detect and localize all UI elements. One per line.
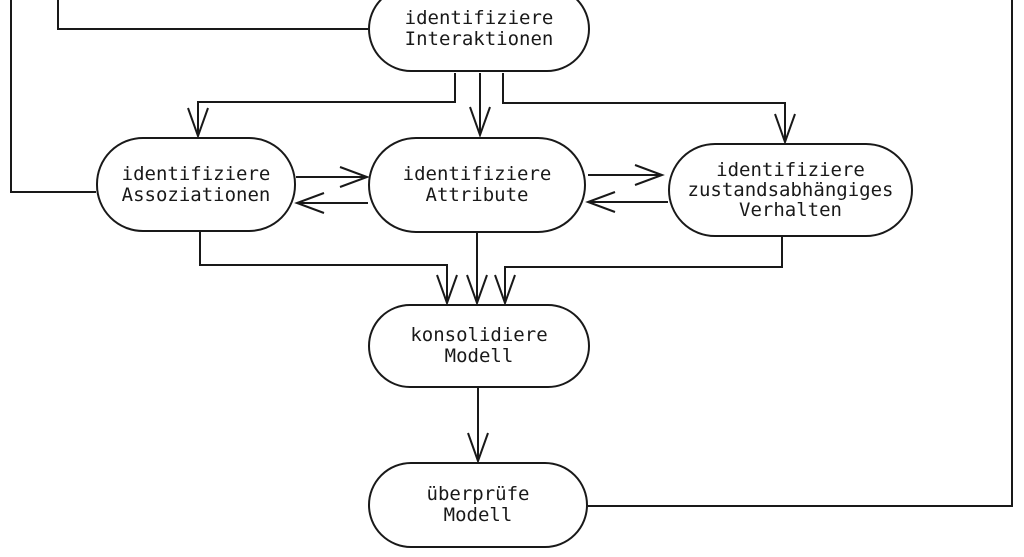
arrowhead-right — [634, 164, 665, 186]
arrowhead-left — [294, 192, 325, 214]
arrowhead-down — [467, 432, 489, 464]
node-identifiziere-assoziationen: identifiziere Assoziationen — [96, 137, 296, 232]
node-label-line: überprüfe — [426, 483, 530, 505]
node-konsolidiere-modell: konsolidiere Modell — [368, 304, 590, 388]
edge-assoziationen-to-attribute — [296, 166, 370, 188]
edge-interaktionen-to-assoziationen — [187, 73, 456, 139]
edge-interaktionen-to-attribute — [469, 73, 491, 138]
edge-top-to-assoziationen — [10, 0, 96, 193]
node-label-line: identifiziere — [404, 7, 554, 29]
edge-konsolidiere-to-ueberpruefe — [467, 388, 489, 464]
node-label-line: Modell — [443, 504, 513, 526]
edge-ueberpruefe-feedback-right — [588, 0, 1013, 507]
node-label-line: Attribute — [425, 184, 529, 206]
arrowhead-down — [436, 274, 458, 306]
arrowhead-down — [187, 107, 209, 139]
node-label-line: Verhalten — [739, 199, 842, 221]
edge-attribute-to-assoziationen — [294, 192, 368, 214]
node-label-line: zustandsabhängiges — [687, 179, 894, 201]
node-label-line: Assoziationen — [121, 183, 271, 206]
node-label-line: identifiziere — [121, 162, 271, 185]
edge-attribute-to-konsolidiere — [466, 233, 488, 306]
edge-verhalten-to-attribute — [585, 191, 668, 213]
edge-assoziationen-to-konsolidiere — [199, 232, 458, 306]
node-identifiziere-attribute: identifiziere Attribute — [368, 137, 586, 233]
node-label-line: identifiziere — [716, 159, 865, 181]
arrowhead-left — [585, 191, 616, 213]
arrowhead-down — [494, 274, 516, 306]
edge-interaktionen-to-verhalten — [502, 73, 796, 145]
edge-attribute-to-verhalten — [588, 164, 665, 186]
node-identifiziere-interaktionen: identifiziere Interaktionen — [368, 0, 590, 72]
arrowhead-down — [466, 274, 488, 306]
arrowhead-right — [339, 166, 370, 188]
node-label-line: identifiziere — [402, 163, 552, 185]
node-label-line: konsolidiere — [410, 324, 548, 346]
arrowhead-down — [469, 106, 491, 138]
edge-top-to-interaktionen — [57, 0, 368, 30]
edge-verhalten-to-konsolidiere — [494, 237, 783, 306]
node-identifiziere-zustandsabhaengiges-verhalten: identifiziere zustandsabhängiges Verhalt… — [668, 143, 913, 237]
arrowhead-down — [774, 113, 796, 145]
node-label-line: Interaktionen — [404, 28, 554, 50]
node-label-line: Modell — [444, 345, 514, 367]
node-ueberpruefe-modell: überprüfe Modell — [368, 462, 588, 548]
